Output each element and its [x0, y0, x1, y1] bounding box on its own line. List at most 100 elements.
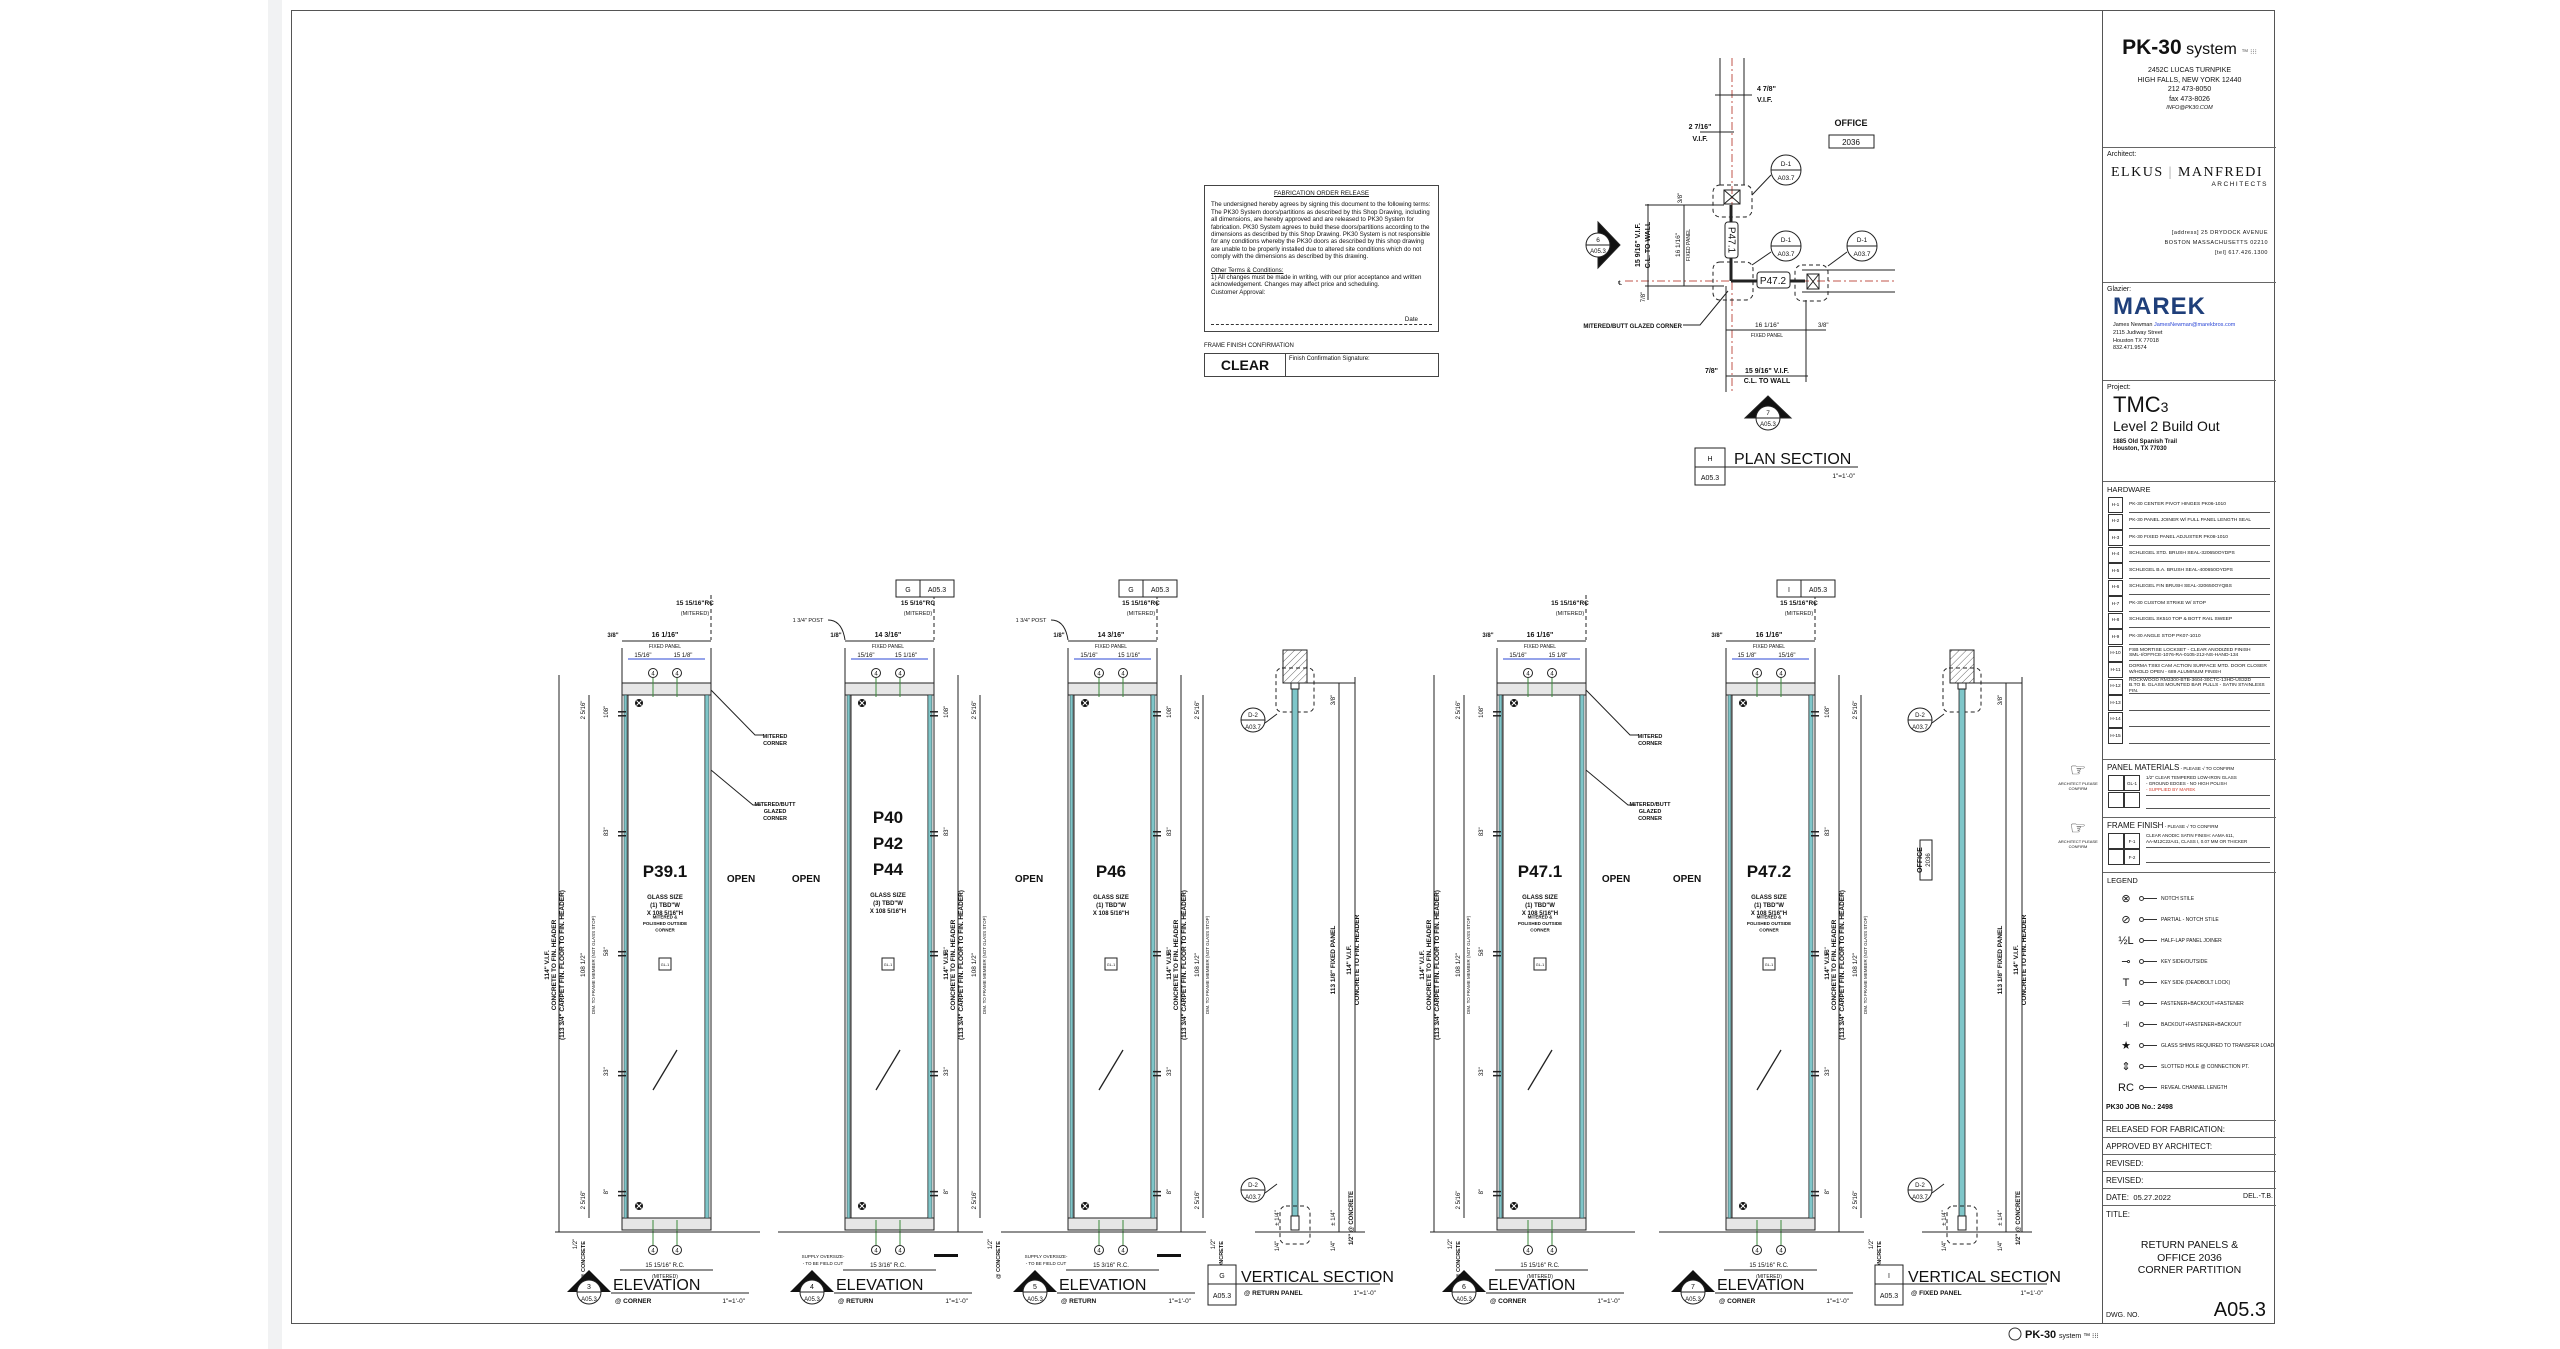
panel-id: P47.1	[1518, 862, 1562, 881]
head-rail	[1067, 682, 1158, 696]
detail-bubble[interactable]: D-1 A03.7	[1751, 154, 1802, 196]
dim-label: 3/8"	[1331, 695, 1337, 705]
confirm-checkbox[interactable]	[2108, 849, 2124, 865]
floor-note: @ CONCRETE	[1456, 1241, 1462, 1279]
rc-dim-note: (MITERED)	[1127, 611, 1156, 617]
frame-outline	[621, 682, 712, 1231]
glass-reflection	[875, 1049, 901, 1091]
view-title: ELEVATION	[1717, 1277, 1804, 1294]
section-sheet: A05.3	[804, 1297, 820, 1303]
blue-dim-label: 15/16"	[1778, 653, 1795, 659]
hardware-id: H-13	[2108, 695, 2123, 712]
reveal-channel-icon: RC	[2118, 1081, 2134, 1094]
viewer-gutter	[268, 0, 282, 1349]
overall-dim-label: (113 3/4" CARPET FIN. FLOOR TO FIN. HEAD…	[1839, 890, 1846, 1040]
date-row: DATE: 05.27.2022 DEL.-T.B.	[2103, 1188, 2276, 1205]
line	[1264, 1183, 1278, 1194]
header-hatch	[1949, 649, 1975, 684]
view-subtitle: @ CORNER	[615, 1298, 652, 1305]
title-ref-box	[1874, 1264, 1904, 1306]
dim-label: 1/4"	[1942, 1241, 1948, 1251]
height-label: 8"	[1167, 1189, 1173, 1194]
ref-box	[895, 579, 955, 598]
hardware-tag	[895, 1245, 905, 1255]
overall-dim-label: CONCRETE TO FIN. HEADER	[2021, 914, 2028, 1005]
overall-dim-label: (113 3/4" CARPET FIN. FLOOR TO FIN. HEAD…	[559, 890, 566, 1040]
ref-letter: G	[905, 587, 910, 594]
glass-size-text: CORNER	[1530, 928, 1550, 933]
view-title: ELEVATION	[1488, 1277, 1575, 1294]
room-number: 2036	[1842, 138, 1860, 147]
glass-size-text: GLASS SIZE	[1751, 895, 1787, 901]
confirm-hint: - PLEASE √ TO CONFIRM	[2179, 766, 2235, 771]
blue-dim-label: 15/16"	[634, 653, 651, 659]
detail-bubble[interactable]: D-1 A03.7	[1751, 230, 1802, 266]
floor-gap-label: 1/2"	[573, 1239, 579, 1249]
height-label: 83"	[604, 827, 610, 836]
detail-sheet: A03.7	[1854, 251, 1871, 258]
hardware-desc: PK-30 FIXED PANEL ADJUSTER PK08-1010	[2129, 531, 2270, 546]
glass-edge	[1579, 694, 1585, 1219]
ref-letter: I	[1788, 587, 1790, 594]
hardware-desc: PK-30 CUSTOM STRIKE W/ STOP	[2129, 597, 2270, 612]
overall-dim-label: CONCRETE TO FIN. HEADER	[1354, 914, 1361, 1005]
section-marker-6[interactable]: 6 A05.3	[1585, 220, 1621, 270]
open-label: OPEN	[1673, 874, 1701, 885]
hardware-tag	[1776, 1245, 1786, 1255]
panel-tag-p47-2	[1756, 271, 1791, 289]
glazier-logo: MAREK	[2113, 293, 2206, 320]
confirm-checkbox[interactable]	[2108, 833, 2124, 849]
confirm-checkbox[interactable]	[2108, 792, 2124, 808]
confirm-note: ARCHITECT PLEASE CONFIRM	[2058, 839, 2098, 849]
rc-dim-label: 15 15/16"RC	[676, 600, 714, 607]
hardware-tag	[672, 1245, 682, 1255]
height-label: 58"	[604, 947, 610, 956]
dim-label: V.I.F.	[1692, 136, 1707, 143]
rc-dim-note: (MITERED)	[1556, 611, 1585, 617]
glass-tag	[881, 957, 895, 971]
glass-tag-label: GL-1	[1765, 963, 1773, 967]
dlo-dim-label: 108 1/2"	[971, 952, 978, 977]
bottom-rail	[1725, 1217, 1816, 1231]
bottom-dim-note: (MITERED)	[1756, 1274, 1782, 1280]
section-marker-7[interactable]: 7 A05.3	[1743, 395, 1793, 431]
supply-note: - TO BE FIELD CUT	[803, 1261, 844, 1266]
panel-id: P39.1	[643, 862, 687, 881]
signature-line[interactable]: Date	[1211, 316, 1432, 325]
hardware-tag-label: 4	[1755, 672, 1759, 678]
callout-leader	[710, 769, 761, 806]
legend-leader	[2139, 938, 2157, 943]
callout-label: MITERED/BUTT GLAZED CORNER	[1583, 324, 1682, 330]
dwg-number-label: DWG. NO.	[2106, 1312, 2140, 1319]
ref-box	[1118, 579, 1178, 598]
detail-sheet: A03.7	[1778, 251, 1795, 258]
detail-boundary	[1275, 667, 1315, 713]
glazier-email-link[interactable]: JamesNewman@marekbros.com	[2153, 322, 2236, 328]
height-label: 8"	[604, 1189, 610, 1194]
glass-tag-label: GL-1	[1536, 963, 1544, 967]
hardware-tag-label: 4	[898, 1249, 902, 1255]
dwg-number: A05.3	[2213, 1299, 2266, 1321]
line	[1082, 1203, 1088, 1209]
rc-dim-label: 15 15/16"RC	[1780, 600, 1818, 607]
legend-leader	[2139, 1001, 2157, 1006]
dim-label: ± 1/4"	[1998, 1210, 2004, 1225]
delivered-by: DEL.-T.B.	[2243, 1193, 2273, 1200]
finish-signature-field[interactable]: Finish Confirmation Signature:	[1289, 356, 1370, 362]
confirm-checkbox[interactable]	[2108, 775, 2124, 791]
view-subtitle: @ FIXED PANEL	[1911, 1290, 1962, 1297]
glass-section	[1291, 687, 1299, 1229]
detail-bubble[interactable]: D-1 A03.7	[1827, 230, 1878, 267]
legend-item: ⊘PARTIAL - NOTCH STILE	[2103, 909, 2276, 930]
view-title: VERTICAL SECTION	[1241, 1269, 1394, 1286]
header-hatch	[1282, 649, 1308, 684]
post-section	[1723, 189, 1741, 205]
top-adjuster	[1290, 682, 1300, 690]
glass-reflection	[652, 1049, 678, 1091]
gap-label: 2 5/16"	[1195, 1191, 1201, 1210]
